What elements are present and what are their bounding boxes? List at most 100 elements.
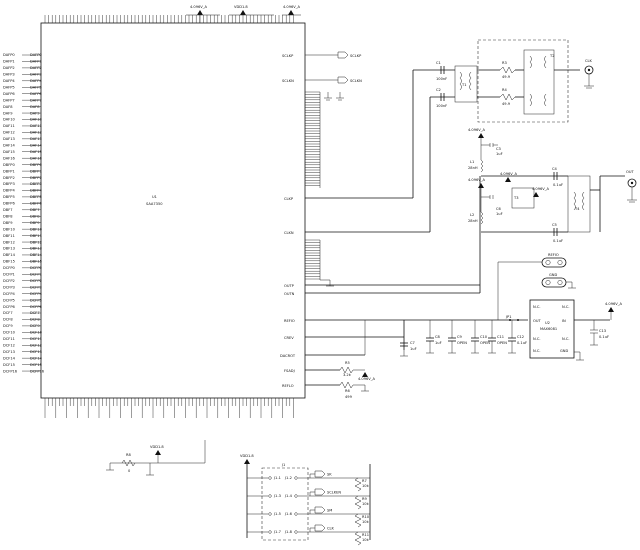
left-pin-name: DAFP4: [3, 79, 15, 83]
left-pin-name: DAF12: [3, 131, 15, 135]
left-pin-inner-name: DAF16: [30, 156, 43, 160]
left-pin-name: DAFP7: [3, 98, 15, 102]
r4-ref: R4: [502, 88, 507, 92]
right-gnd-symbols: [324, 92, 344, 101]
u1-right-pins: [305, 91, 334, 287]
left-pin-name: DCF14: [3, 356, 16, 360]
power-mid-a: 4.096V_A: [468, 128, 486, 132]
c8-value: 1uF: [435, 341, 442, 345]
u1-part: SAA7350: [146, 202, 163, 206]
left-pin-name: DAF11: [3, 124, 15, 128]
left-pin-name: DAFP5: [3, 85, 15, 89]
power-label-top-b: VDD1.8: [234, 5, 248, 9]
c11-ref: C11: [497, 335, 504, 339]
t1-ref: T1: [461, 83, 466, 87]
jp-ref: JP1: [505, 315, 512, 319]
out-connector-label: OUT: [626, 170, 634, 174]
c8-ref: C8: [435, 335, 441, 339]
left-pin-inner-name: DAF9: [30, 111, 40, 115]
left-pin-inner-name: DBF14: [30, 253, 43, 257]
left-pin-name: DBF15: [3, 260, 15, 264]
u2-pin-in: IN: [562, 319, 566, 323]
r8-ref: R8: [126, 453, 131, 457]
left-pin-name: DBFP4: [3, 189, 15, 193]
sclkn-label: SCLKN: [350, 79, 362, 83]
left-pin-inner-name: DAFP4: [30, 79, 42, 83]
bias-resistors: R5 3.2k 4.096V_A R6 499 REFIO CREV DACRO…: [280, 197, 376, 399]
left-pin-name: DBF8: [3, 214, 13, 218]
r6-ref: R6: [345, 389, 350, 393]
left-pin-inner-name: DCF11: [30, 337, 42, 341]
r6-value: 499: [345, 395, 353, 399]
power-mid-b: 4.096V_A: [468, 178, 486, 182]
r10-value: 10k: [362, 520, 370, 524]
l1-ref: L1: [470, 160, 474, 164]
t4-ref: T4: [574, 207, 580, 211]
left-pin-inner-name: DBFP1: [30, 169, 42, 173]
left-pin-name: DBFP6: [3, 202, 15, 206]
left-pin-inner-name: DAF8: [30, 105, 40, 109]
jumper-pin-label-2: J1-6: [284, 512, 293, 516]
fsadj-pin-label: FSADJ: [284, 369, 295, 373]
left-pin-inner-name: DAF10: [30, 118, 43, 122]
power-t3: 4.096V_A: [532, 187, 550, 191]
u2-pin-nc1: N.C.: [533, 305, 540, 309]
left-pin-inner-name: DCF7: [30, 311, 40, 315]
left-pin-name: DCFP4: [3, 292, 16, 296]
left-pin-inner-name: DBFP4: [30, 189, 42, 193]
left-pin-name: DAFP2: [3, 66, 15, 70]
r11-value: 10k: [362, 538, 370, 542]
j1-ref: J1: [281, 463, 285, 467]
c1-ref: C1: [436, 61, 441, 65]
left-pin-inner-name: DBFP3: [30, 182, 42, 186]
left-pin-name: DBF11: [3, 234, 15, 238]
ic-u1: U1 SAA7350: [40, 22, 306, 399]
left-pin-inner-name: DBF10: [30, 227, 43, 231]
left-pin-name: DBF14: [3, 253, 16, 257]
top-power-rails: 4.096V_A VDD1.8 4.096V_A: [186, 5, 301, 23]
left-pin-inner-name: DCF9: [30, 324, 40, 328]
left-pin-name: DBF12: [3, 240, 15, 244]
left-pin-name: DCFP6: [3, 305, 16, 309]
left-pin-name: DAFP0: [3, 53, 15, 57]
c3-ref: C3: [496, 147, 501, 151]
power-right: 4.096V_A: [605, 302, 623, 306]
r4-value: 49.9: [502, 102, 511, 106]
c2-ref: C2: [436, 88, 441, 92]
c5-ref: C5: [552, 223, 557, 227]
left-pin-name: DBF9: [3, 221, 13, 225]
left-pin-inner-name: DCFP4: [30, 292, 43, 296]
left-pin-inner-name: DAFP0: [30, 53, 42, 57]
u2-pin-gnd: GND: [560, 349, 568, 353]
left-pin-inner-name: DAFP6: [30, 92, 42, 96]
left-pin-inner-name: DBF15: [30, 260, 42, 264]
left-pin-inner-name: DCF10: [30, 331, 43, 335]
crev-pin-label: CREV: [284, 336, 294, 340]
left-pin-inner-name: DAF11: [30, 124, 42, 128]
left-pin-inner-name: DCFP0: [30, 266, 43, 270]
refio-tp-label: REFIO: [548, 253, 559, 257]
r5-ref: R5: [345, 361, 350, 365]
u2-pin-nc3: N.C.: [533, 349, 540, 353]
jumper-net-label: SM: [327, 509, 332, 513]
left-pin-name: DCF12: [3, 343, 15, 347]
left-pin-name: DAF10: [3, 118, 16, 122]
c3-value: 1uF: [496, 152, 503, 156]
c6-value: 1uF: [496, 212, 503, 216]
jumper-pin-label: J1-7: [273, 530, 281, 534]
outn-pin-label: OUTN: [284, 292, 295, 296]
sclkn-pin-label: SCLKN: [282, 79, 294, 83]
r9-ref: R9: [362, 497, 367, 501]
power-label-top-c: 4.096V_A: [283, 5, 301, 9]
left-pin-name: DCF13: [3, 350, 15, 354]
left-pin-name: DAF8: [3, 105, 13, 109]
left-pin-inner-name: DBF13: [30, 247, 42, 251]
u1-top-pins: [44, 15, 294, 23]
left-pin-inner-name: DCF12: [30, 343, 42, 347]
left-pin-name: DBFP5: [3, 195, 15, 199]
left-pin-inner-name: DBF7: [30, 208, 40, 212]
r5-value: 3.2k: [343, 373, 352, 377]
